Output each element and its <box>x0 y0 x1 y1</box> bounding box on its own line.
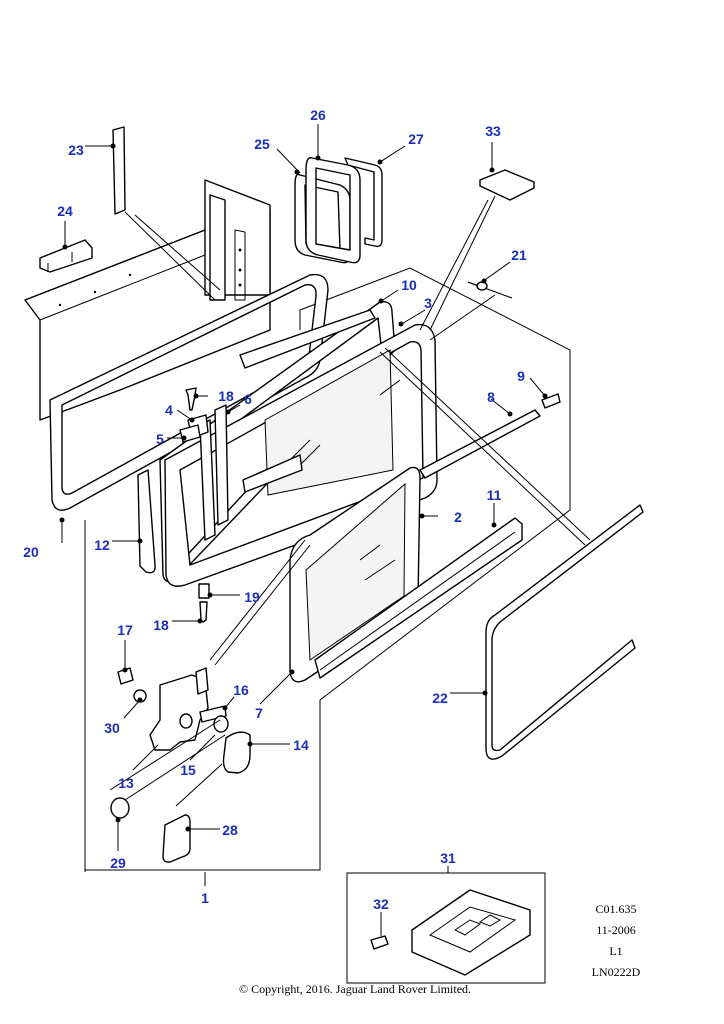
bush-29 <box>110 797 130 819</box>
callout-11: 11 <box>487 487 502 503</box>
callout-13: 13 <box>118 775 134 791</box>
latch-hole <box>179 713 193 729</box>
callout-17: 17 <box>117 622 133 638</box>
callout-24: 24 <box>57 203 73 219</box>
level-code: L1 <box>609 944 622 958</box>
callout-31: 31 <box>440 850 456 866</box>
seal-27 <box>344 157 383 248</box>
rod-8 <box>419 409 541 479</box>
handle-14 <box>222 731 251 774</box>
callout-6: 6 <box>244 391 252 407</box>
callout-2: 2 <box>454 509 462 525</box>
copyright-notice: © Copyright, 2016. Jaguar Land Rover Lim… <box>239 982 471 996</box>
screw-18-top <box>185 387 197 411</box>
callout-12: 12 <box>94 537 110 553</box>
bush-15 <box>213 715 229 733</box>
illustration-meta: C01.635 11-2006 L1 LN0222D <box>592 902 641 979</box>
main-window-frame <box>164 323 438 587</box>
seal-26 <box>305 157 361 264</box>
callout-labels: 1 2 3 4 5 6 7 8 9 10 11 12 13 14 15 16 1… <box>23 107 527 912</box>
assembly-outline <box>84 267 571 871</box>
callout-15: 15 <box>180 762 196 778</box>
callout-19: 19 <box>244 589 260 605</box>
callout-33: 33 <box>485 123 501 139</box>
seal-12 <box>137 469 156 574</box>
spacer-19 <box>198 583 210 599</box>
callout-18-top: 18 <box>218 388 234 404</box>
runner-bottom <box>242 454 303 493</box>
latch-knob <box>195 667 209 695</box>
callout-16: 16 <box>233 682 249 698</box>
leader-lines <box>61 124 591 936</box>
spindle-16 <box>199 705 227 723</box>
callout-26: 26 <box>310 107 326 123</box>
pin-21 <box>467 281 513 299</box>
kit-tray <box>411 889 531 976</box>
rail-6b <box>214 404 229 526</box>
callout-29: 29 <box>110 855 126 871</box>
kit-box-frame <box>346 872 546 984</box>
callout-21: 21 <box>511 247 527 263</box>
callout-9: 9 <box>517 368 525 384</box>
callout-30: 30 <box>104 720 120 736</box>
callout-32: 32 <box>373 896 389 912</box>
illustration-id: LN0222D <box>592 965 641 979</box>
callout-5: 5 <box>156 431 164 447</box>
strip-23 <box>112 126 126 215</box>
callout-18-bottom: 18 <box>153 617 169 633</box>
screw-18-bottom <box>199 601 208 623</box>
callout-25: 25 <box>254 136 270 152</box>
lower-channel <box>314 517 523 679</box>
assembly-bracket <box>84 870 206 886</box>
leader-dots <box>59 143 548 832</box>
callout-8: 8 <box>487 389 495 405</box>
body-panel <box>24 179 271 421</box>
callout-4: 4 <box>165 402 173 418</box>
callout-1: 1 <box>201 890 209 906</box>
runner-top <box>239 309 376 369</box>
bracket-24 <box>39 239 93 273</box>
callout-27: 27 <box>408 131 424 147</box>
pad-33 <box>479 169 535 201</box>
callout-10: 10 <box>401 277 417 293</box>
ref-code: C01.635 <box>595 902 636 916</box>
issue-date: 11-2006 <box>596 923 636 937</box>
window-seal-22 <box>485 504 644 760</box>
callout-23: 23 <box>68 142 84 158</box>
callout-22: 22 <box>432 690 448 706</box>
callout-20: 20 <box>23 544 39 560</box>
callout-3: 3 <box>424 295 432 311</box>
clip-9 <box>541 393 561 409</box>
plate-28 <box>162 814 191 863</box>
callout-28: 28 <box>222 822 238 838</box>
callout-7: 7 <box>255 705 263 721</box>
callout-14: 14 <box>293 737 309 753</box>
clip-32 <box>370 935 389 950</box>
